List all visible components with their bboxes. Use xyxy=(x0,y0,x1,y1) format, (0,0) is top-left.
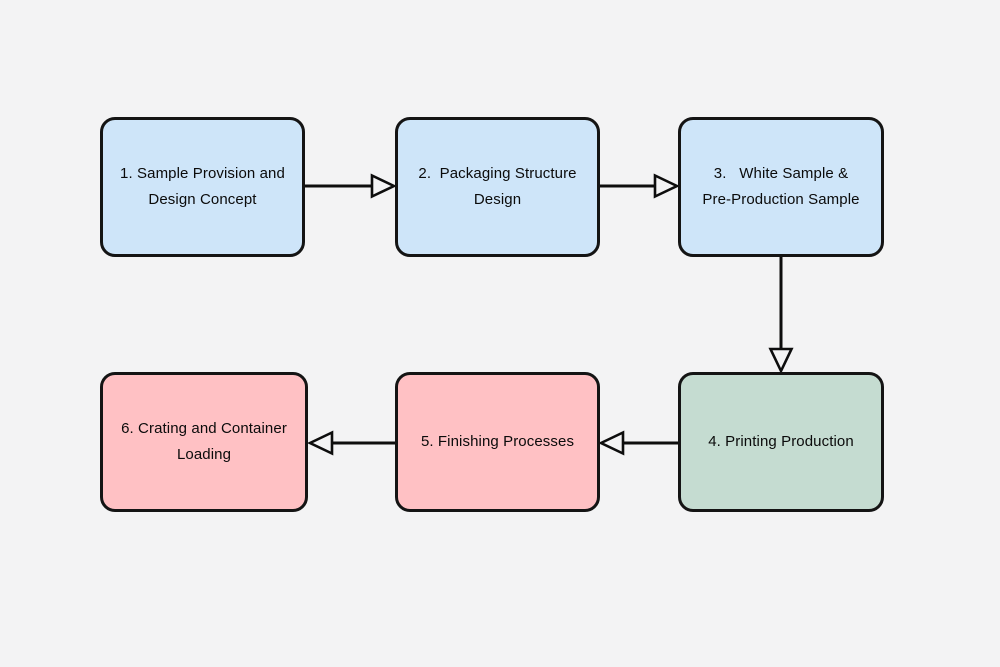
arrow-step4-to-step5 xyxy=(597,430,679,456)
flow-node-step-2: 2. Packaging Structure Design xyxy=(395,117,600,257)
flow-node-step-5: 5. Finishing Processes xyxy=(395,372,600,512)
flow-node-step-5-label-line-1: 5. Finishing Processes xyxy=(420,433,575,450)
flow-node-step-2-label-line-2: Design xyxy=(473,191,522,208)
arrow-step2-to-step3 xyxy=(599,173,681,199)
flow-node-step-1: 1. Sample Provision and Design Concept xyxy=(100,117,305,257)
arrow-step3-to-step4 xyxy=(768,256,794,375)
flow-node-step-4-label-line-1: 4. Printing Production xyxy=(708,433,854,450)
flow-node-step-3: 3. White Sample & Pre-Production Sample xyxy=(678,117,884,257)
arrow-step5-to-step6 xyxy=(306,430,396,456)
flow-node-step-4: 4. Printing Production xyxy=(678,372,884,512)
flow-node-step-3-label-line-2: Pre-Production Sample xyxy=(702,191,860,208)
flow-node-step-6-label-line-1: 6. Crating and Container xyxy=(121,420,287,437)
flow-node-step-2-label-line-1: 2. Packaging Structure xyxy=(418,165,577,182)
flow-node-step-3-label-line-1: 3. White Sample & xyxy=(713,165,849,182)
flow-node-step-1-label-line-1: 1. Sample Provision and xyxy=(120,165,285,182)
arrow-step1-to-step2 xyxy=(304,173,398,199)
flow-node-step-6-label-line-2: Loading xyxy=(176,446,232,463)
flow-node-step-1-label-line-2: Design Concept xyxy=(148,191,257,208)
flow-node-step-6: 6. Crating and Container Loading xyxy=(100,372,308,512)
